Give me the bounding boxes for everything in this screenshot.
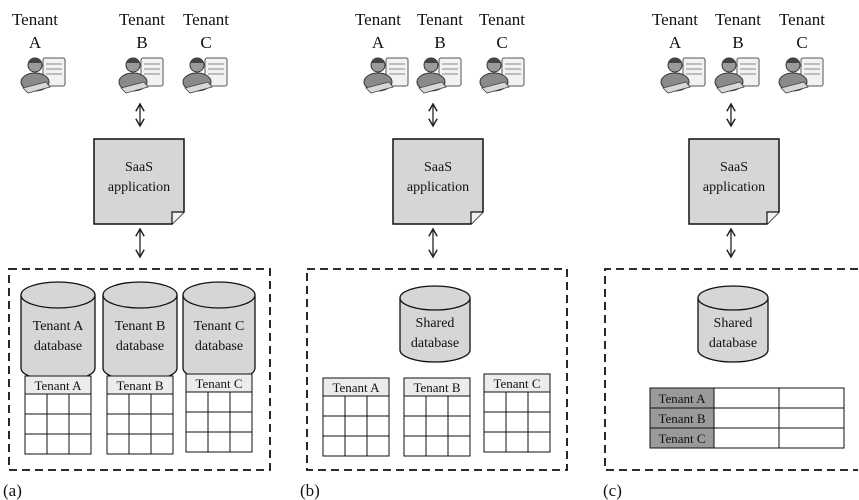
svg-text:B: B <box>136 33 147 52</box>
svg-text:Tenant C: Tenant C <box>493 376 540 391</box>
svg-text:SaaS: SaaS <box>720 160 748 175</box>
svg-text:application: application <box>703 180 765 195</box>
shared-database-cylinder: Shared database <box>697 285 769 363</box>
tenant-a-user-icon <box>363 57 409 94</box>
svg-text:A: A <box>29 33 42 52</box>
saas-application-doc: SaaS application <box>688 138 780 225</box>
svg-text:application: application <box>407 180 469 195</box>
svg-text:Tenant: Tenant <box>119 10 165 29</box>
data-tier-box <box>8 268 271 471</box>
svg-text:Tenant: Tenant <box>779 10 825 29</box>
data-tier-box <box>604 268 858 471</box>
data-tier-box <box>306 268 568 471</box>
tenant-a-label: Tenant A <box>355 10 401 52</box>
saas-application-doc: SaaS application <box>93 138 185 225</box>
tenant-b-label: Tenant B <box>715 10 761 52</box>
tenant-c-label: Tenant C <box>183 10 229 52</box>
svg-text:A: A <box>669 33 682 52</box>
svg-text:database: database <box>709 336 757 351</box>
tenant-c-table: Tenant C <box>185 373 253 453</box>
svg-text:Shared: Shared <box>714 316 753 331</box>
tenant-c-user-icon <box>479 57 525 94</box>
svg-text:Shared: Shared <box>416 316 455 331</box>
row-tenant-b: Tenant B <box>658 411 705 426</box>
row-tenant-c: Tenant C <box>658 431 705 446</box>
caption-b: (b) <box>300 481 320 500</box>
tenant-a-table: Tenant A <box>322 377 390 457</box>
panel-a: Tenant A Tenant B Tenant C SaaS applicat… <box>3 10 271 500</box>
tenant-a-database-cylinder: Tenant A database <box>20 281 96 382</box>
svg-text:Tenant B: Tenant B <box>115 319 166 334</box>
tenant-c-database-cylinder: Tenant C database <box>182 281 256 382</box>
saas-application-doc: SaaS application <box>392 138 484 225</box>
svg-text:database: database <box>116 339 164 354</box>
svg-text:B: B <box>434 33 445 52</box>
tenant-c-table: Tenant C <box>483 373 551 453</box>
shared-database-cylinder: Shared database <box>399 285 471 363</box>
tenant-a-label: Tenant A <box>12 10 58 52</box>
tenant-b-user-icon <box>416 57 462 94</box>
svg-text:Tenant: Tenant <box>12 10 58 29</box>
panel-c: Tenant A Tenant B Tenant C SaaS applicat… <box>603 10 858 500</box>
svg-text:Tenant: Tenant <box>183 10 229 29</box>
svg-text:A: A <box>372 33 385 52</box>
svg-text:application: application <box>108 180 170 195</box>
tenant-b-user-icon <box>714 57 760 94</box>
svg-text:Tenant: Tenant <box>417 10 463 29</box>
svg-text:database: database <box>34 339 82 354</box>
shared-table: Tenant A Tenant B Tenant C <box>649 387 845 449</box>
svg-text:Tenant C: Tenant C <box>195 376 242 391</box>
svg-text:Tenant: Tenant <box>355 10 401 29</box>
svg-text:database: database <box>411 336 459 351</box>
tenant-b-label: Tenant B <box>417 10 463 52</box>
row-tenant-a: Tenant A <box>658 391 706 406</box>
svg-text:Tenant B: Tenant B <box>116 378 163 393</box>
tenant-b-table: Tenant B <box>403 377 471 457</box>
svg-text:Tenant A: Tenant A <box>332 380 380 395</box>
tenant-b-database-cylinder: Tenant B database <box>102 281 178 382</box>
tenant-a-user-icon <box>20 57 66 94</box>
svg-text:Tenant B: Tenant B <box>413 380 460 395</box>
svg-text:SaaS: SaaS <box>125 160 153 175</box>
tenant-a-table: Tenant A <box>24 375 92 455</box>
tenant-a-user-icon <box>660 57 706 94</box>
svg-text:B: B <box>732 33 743 52</box>
svg-text:C: C <box>496 33 507 52</box>
svg-text:SaaS: SaaS <box>424 160 452 175</box>
svg-text:Tenant: Tenant <box>652 10 698 29</box>
panel-b: Tenant A Tenant B Tenant C SaaS applicat… <box>300 10 568 500</box>
tenant-a-label: Tenant A <box>652 10 698 52</box>
tenant-c-user-icon <box>182 57 228 94</box>
tenant-b-label: Tenant B <box>119 10 165 52</box>
svg-text:Tenant A: Tenant A <box>33 319 85 334</box>
tenant-c-user-icon <box>778 57 824 94</box>
svg-text:Tenant: Tenant <box>715 10 761 29</box>
svg-text:Tenant A: Tenant A <box>34 378 82 393</box>
svg-text:C: C <box>200 33 211 52</box>
svg-text:Tenant: Tenant <box>479 10 525 29</box>
tenant-b-user-icon <box>118 57 164 94</box>
tenant-c-label: Tenant C <box>479 10 525 52</box>
svg-text:database: database <box>195 339 243 354</box>
svg-text:C: C <box>796 33 807 52</box>
tenant-c-label: Tenant C <box>779 10 825 52</box>
caption-a: (a) <box>3 481 22 500</box>
svg-text:Tenant C: Tenant C <box>194 319 245 334</box>
tenant-b-table: Tenant B <box>106 375 174 455</box>
caption-c: (c) <box>603 481 622 500</box>
